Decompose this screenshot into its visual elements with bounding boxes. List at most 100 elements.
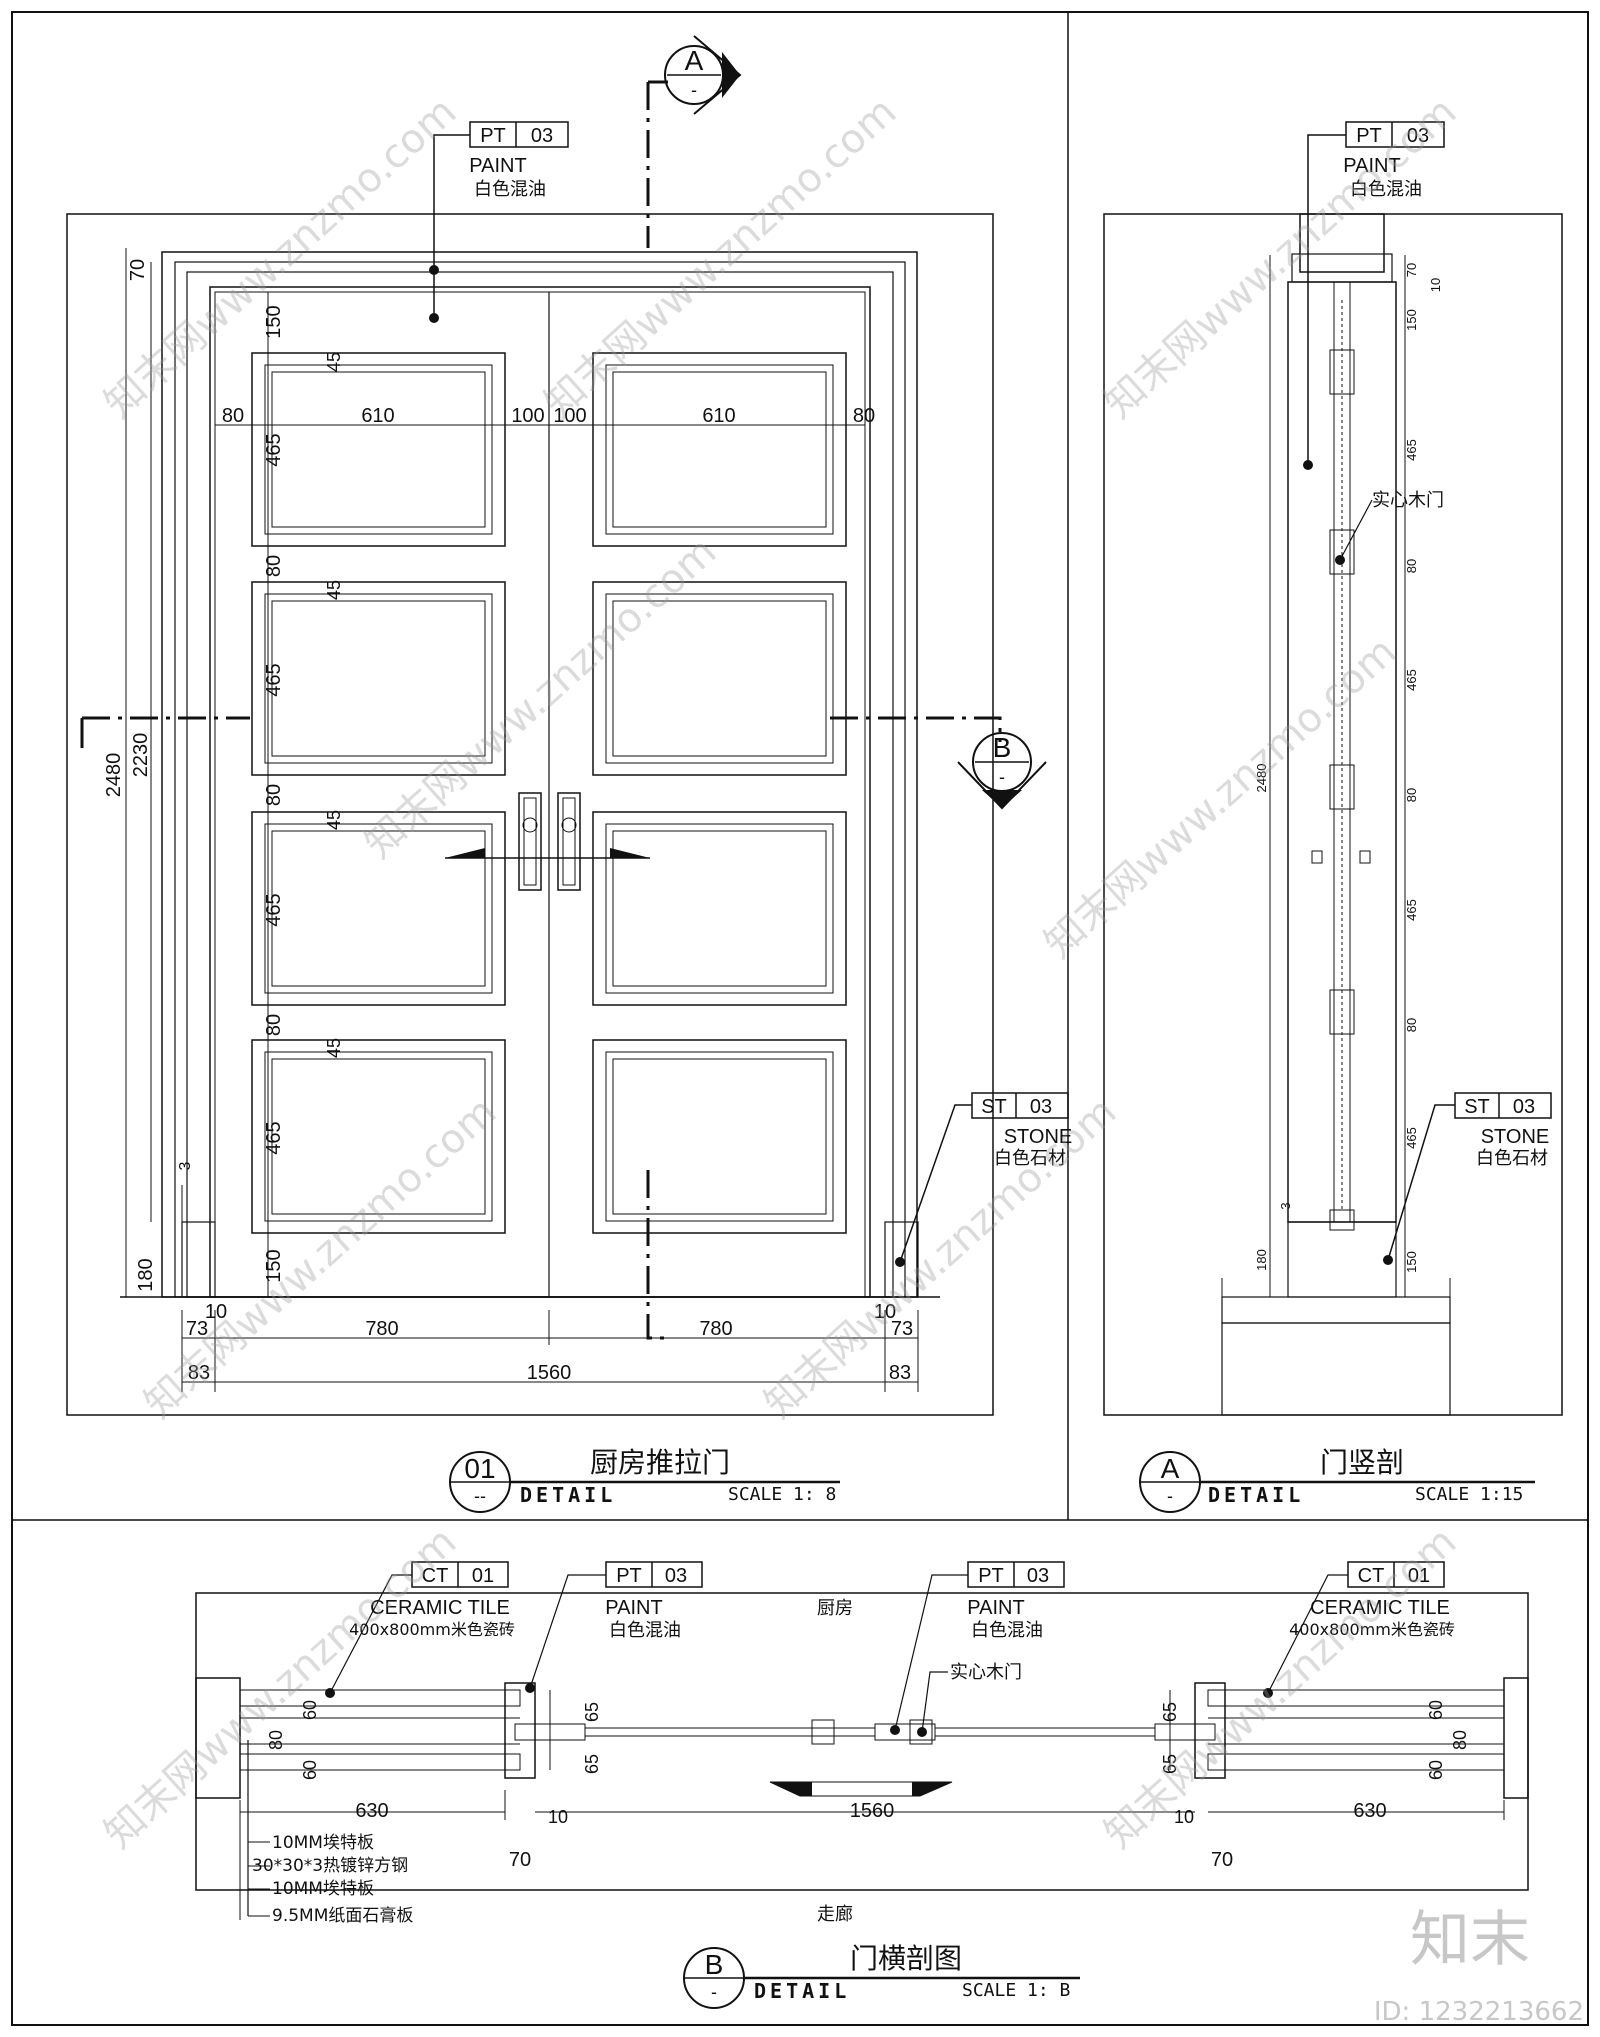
svg-text:01: 01 bbox=[1408, 1565, 1430, 1587]
svg-text:73: 73 bbox=[891, 1318, 913, 1340]
svg-text:门竖剖: 门竖剖 bbox=[1320, 1446, 1404, 1479]
svg-text:80: 80 bbox=[1450, 1730, 1470, 1750]
svg-text:630: 630 bbox=[355, 1800, 388, 1822]
section-b-sub: - bbox=[999, 767, 1005, 787]
svg-text:ID: 1232213662: ID: 1232213662 bbox=[1374, 1997, 1584, 2027]
svg-text:780: 780 bbox=[699, 1318, 732, 1340]
note-solid-wood-door: 实心木门 bbox=[1372, 490, 1444, 511]
title-block-hsection: B - DETAIL 门横剖图 SCALE 1: B bbox=[683, 1942, 1080, 2009]
layer-2: 30*30*3热镀锌方钢 bbox=[252, 1856, 408, 1876]
svg-text:150: 150 bbox=[1404, 309, 1419, 331]
svg-text:73: 73 bbox=[186, 1318, 208, 1340]
svg-text:ST: ST bbox=[1464, 1096, 1490, 1118]
svg-text:780: 780 bbox=[365, 1318, 398, 1340]
svg-text:01: 01 bbox=[472, 1565, 494, 1587]
tag-ct-right: CT 01 CERAMIC TILE 400x800mm米色瓷砖 bbox=[1263, 1561, 1455, 1698]
slide-arrow-right-icon bbox=[912, 1782, 952, 1796]
svg-text:PT: PT bbox=[978, 1565, 1004, 1587]
svg-text:70: 70 bbox=[509, 1849, 531, 1871]
svg-text:150: 150 bbox=[1404, 1251, 1419, 1273]
svg-text:610: 610 bbox=[702, 405, 735, 427]
svg-text:B: B bbox=[705, 1949, 724, 1980]
svg-text:80: 80 bbox=[263, 1014, 285, 1036]
svg-text:知末网www.znzmo.com: 知末网www.znzmo.com bbox=[136, 1089, 505, 1428]
svg-text:465: 465 bbox=[263, 433, 285, 466]
title-block-elevation: 01 -- DETAIL 厨房推拉门 SCALE 1: 8 bbox=[449, 1446, 840, 1513]
svg-text:白色石材: 白色石材 bbox=[994, 1148, 1066, 1169]
svg-text:SCALE 1: B: SCALE 1: B bbox=[962, 1980, 1070, 2001]
svg-text:3: 3 bbox=[1278, 1202, 1293, 1209]
svg-text:3: 3 bbox=[177, 1161, 194, 1170]
svg-text:150: 150 bbox=[263, 305, 285, 338]
svg-text:PAINT: PAINT bbox=[967, 1597, 1024, 1619]
title-block-vsection: A - DETAIL 门竖剖 SCALE 1:15 bbox=[1139, 1446, 1535, 1513]
tag-pt-elevation: PT 03 PAINT 白色混油 bbox=[429, 121, 569, 323]
svg-text:60: 60 bbox=[1426, 1760, 1446, 1780]
svg-text:-: - bbox=[711, 1982, 717, 2002]
room-corridor: 走廊 bbox=[817, 1904, 853, 1925]
svg-text:70: 70 bbox=[127, 259, 149, 281]
svg-text:白色混油: 白色混油 bbox=[474, 179, 546, 200]
svg-text:65: 65 bbox=[1160, 1702, 1180, 1722]
door-handle-right bbox=[557, 792, 581, 891]
svg-text:DETAIL: DETAIL bbox=[520, 1483, 616, 1507]
svg-text:610: 610 bbox=[361, 405, 394, 427]
svg-text:70: 70 bbox=[1211, 1849, 1233, 1871]
svg-text:A: A bbox=[1161, 1453, 1180, 1484]
svg-text:465: 465 bbox=[263, 893, 285, 926]
svg-text:CT: CT bbox=[422, 1565, 449, 1587]
slide-arrow-left-icon bbox=[770, 1782, 812, 1796]
svg-text:白色混油: 白色混油 bbox=[609, 1620, 681, 1641]
svg-text:知末网www.znzmo.com: 知末网www.znzmo.com bbox=[1096, 89, 1465, 428]
svg-text:STONE: STONE bbox=[1004, 1126, 1073, 1148]
svg-text:465: 465 bbox=[1404, 1127, 1419, 1149]
door-vertical-section: 70 10 150 465 80 465 80 465 80 465 150 2… bbox=[1103, 121, 1563, 1513]
svg-text:DETAIL: DETAIL bbox=[1208, 1483, 1304, 1507]
svg-text:1560: 1560 bbox=[850, 1800, 895, 1822]
svg-text:-: - bbox=[1167, 1486, 1173, 1506]
svg-text:SCALE 1:15: SCALE 1:15 bbox=[1415, 1484, 1523, 1505]
room-kitchen: 厨房 bbox=[817, 1598, 853, 1619]
svg-text:100: 100 bbox=[553, 405, 586, 427]
svg-text:630: 630 bbox=[1353, 1800, 1386, 1822]
svg-text:45: 45 bbox=[324, 810, 344, 830]
svg-text:白色混油: 白色混油 bbox=[971, 1620, 1043, 1641]
svg-text:03: 03 bbox=[1027, 1565, 1049, 1587]
svg-text:80: 80 bbox=[853, 405, 875, 427]
svg-text:2480: 2480 bbox=[1254, 764, 1269, 793]
svg-text:10: 10 bbox=[1428, 278, 1443, 292]
svg-text:白色混油: 白色混油 bbox=[1350, 179, 1422, 200]
svg-text:150: 150 bbox=[263, 1249, 285, 1282]
svg-text:65: 65 bbox=[582, 1754, 602, 1774]
tag-ct-left: CT 01 CERAMIC TILE 400x800mm米色瓷砖 bbox=[325, 1561, 515, 1698]
slide-arrow-right-icon bbox=[610, 848, 650, 858]
svg-text:ST: ST bbox=[981, 1096, 1007, 1118]
svg-text:03: 03 bbox=[531, 125, 553, 147]
svg-text:白色石材: 白色石材 bbox=[1476, 1148, 1548, 1169]
tag-pt-left: PT 03 PAINT 白色混油 bbox=[525, 1561, 703, 1693]
svg-text:PAINT: PAINT bbox=[1343, 155, 1400, 177]
svg-text:PT: PT bbox=[480, 125, 506, 147]
svg-text:80: 80 bbox=[263, 555, 285, 577]
svg-text:2480: 2480 bbox=[103, 753, 125, 798]
note-solid-wood-door: 实心木门 bbox=[950, 1662, 1022, 1683]
svg-text:465: 465 bbox=[263, 1121, 285, 1154]
svg-text:SCALE 1: 8: SCALE 1: 8 bbox=[728, 1484, 836, 1505]
svg-text:CERAMIC TILE: CERAMIC TILE bbox=[370, 1597, 510, 1619]
section-a-letter: A bbox=[685, 45, 704, 76]
door-handle-left bbox=[518, 792, 542, 891]
svg-text:厨房推拉门: 厨房推拉门 bbox=[590, 1446, 730, 1479]
sheet-frame bbox=[11, 11, 1589, 2026]
svg-text:01: 01 bbox=[464, 1453, 495, 1484]
svg-text:465: 465 bbox=[263, 663, 285, 696]
svg-text:2230: 2230 bbox=[130, 733, 152, 778]
svg-text:知末网www.znzmo.com: 知末网www.znzmo.com bbox=[756, 1089, 1125, 1428]
svg-text:10: 10 bbox=[205, 1301, 227, 1323]
svg-text:465: 465 bbox=[1404, 439, 1419, 461]
svg-text:80: 80 bbox=[1404, 1018, 1419, 1032]
door-horizontal-section: 厨房 走廊 实心木门 60 80 60 65 65 630 10 70 1560… bbox=[195, 1561, 1529, 2009]
tag-st-elevation: ST 03 STONE 白色石材 bbox=[895, 1092, 1073, 1267]
svg-text:100: 100 bbox=[511, 405, 544, 427]
